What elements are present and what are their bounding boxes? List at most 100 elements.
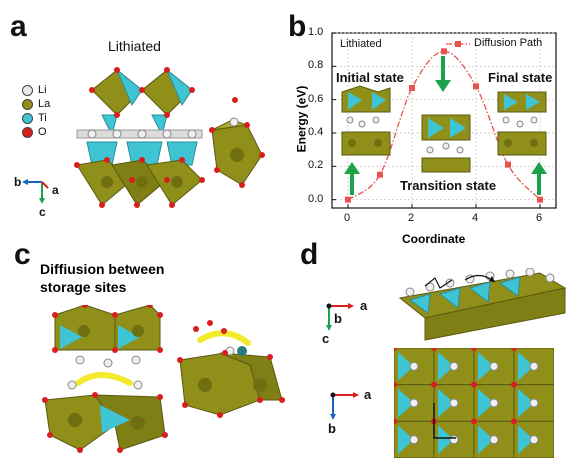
initial-state-structure [341, 85, 391, 156]
lattice-li-atom [409, 398, 419, 408]
panel-a-axis-a: a [52, 183, 59, 197]
panel-d-top-axis-a: a [360, 298, 368, 313]
legend-ti-label: Ti [38, 112, 47, 124]
xtick-label: 2 [408, 212, 415, 224]
lattice-ti-face [478, 352, 494, 381]
panel-c-caption: Diffiusion between storage sites [40, 260, 164, 296]
panel-d-top-axis-b: b [334, 311, 342, 326]
legend-o: O [22, 126, 47, 138]
lattice-o-atom [394, 381, 397, 388]
lattice-ti-face [398, 388, 414, 418]
ytick-label: 1.0 [308, 26, 324, 38]
lattice-li-atom [409, 435, 419, 445]
lattice-li-atom [489, 435, 499, 445]
li-layer [76, 129, 203, 139]
legend-li-label: Li [38, 84, 47, 96]
panel-a-crystal-structure [74, 67, 265, 208]
chart-ticks [332, 32, 541, 208]
lattice-li-atom [489, 398, 499, 408]
initial-state-label: Initial state [336, 70, 404, 85]
lattice-ti-face [438, 388, 454, 418]
ytick-label: 0.0 [308, 192, 324, 205]
li-atom-icon [22, 84, 33, 96]
final-state-structure [497, 91, 547, 156]
arrow-up-initial-icon [344, 162, 360, 195]
lattice-o-atom [471, 381, 477, 388]
la-atom-icon [22, 98, 33, 110]
data-point [345, 196, 351, 203]
chart-xlabel: Coordinate [402, 232, 466, 246]
lattice-o-atom [511, 348, 517, 351]
lattice-o-atom [394, 348, 397, 351]
lattice-o-atom [431, 348, 437, 351]
lattice-ti-face [518, 352, 534, 381]
lattice-li-atom [529, 361, 539, 371]
lattice-li-atom [449, 398, 459, 408]
ytick-label: 0.6 [308, 92, 324, 105]
ytick-label: 0.8 [308, 59, 324, 72]
panel-a-title: Lithiated [108, 38, 161, 54]
legend-li: Li [22, 84, 47, 96]
panel-letter-a: a [10, 10, 27, 43]
lattice-ti-face [398, 352, 414, 381]
series-points [345, 48, 543, 203]
legend-la: La [22, 98, 50, 110]
data-point [377, 171, 383, 178]
lattice-o-atom [511, 381, 517, 388]
legend-ti: Ti [22, 112, 47, 124]
transition-state-structure [421, 114, 471, 173]
panel-d-bottom-axis-b: b [328, 421, 336, 436]
chart-legend-label: Diffusion Path [474, 37, 543, 49]
lattice-o-atom [471, 348, 477, 351]
panel-c-caption-line1: Diffiusion between [40, 261, 165, 277]
ytick-label: 0.4 [308, 126, 324, 138]
final-state-label: Final state [488, 70, 553, 85]
lattice-ti-face [438, 425, 454, 454]
arrow-down-transition-icon [435, 56, 451, 92]
panel-a-axis-triad [22, 179, 49, 204]
lattice-diffusion-arrow [433, 403, 456, 439]
lattice-o-atom [394, 418, 397, 425]
legend-marker [455, 41, 461, 47]
panel-d-top-axis-c: c [322, 331, 330, 346]
lattice-o-atom [431, 381, 437, 388]
lattice-li-atom [529, 398, 539, 408]
data-point [441, 48, 447, 55]
data-point [537, 196, 543, 203]
panel-c-left-structure [44, 305, 166, 451]
lattice-li-atom [409, 361, 419, 371]
lattice-ti-face [518, 425, 534, 454]
ytick-label: 0.2 [308, 159, 324, 172]
chart-legend [446, 41, 470, 47]
panel-d-ti-row [408, 276, 521, 314]
oxygen-atoms [74, 67, 205, 208]
panel-d-side-view [398, 268, 567, 341]
panel-letter-d: d [300, 238, 319, 271]
data-point [473, 83, 479, 90]
o-atom-icon [22, 126, 33, 138]
lattice-o-atom [511, 418, 517, 425]
panel-letter-c: c [14, 238, 31, 271]
panel-c-caption-line2: storage sites [40, 279, 127, 295]
panel-d-bottom-axis-a: a [364, 387, 372, 402]
panel-c-right-structure [179, 330, 283, 416]
single-polyhedron [209, 97, 265, 188]
panel-a-axis-c: c [39, 205, 46, 219]
data-point [409, 85, 415, 91]
lattice-li-atom [529, 435, 539, 445]
panel-letter-b: b [288, 10, 307, 43]
chart-tag-lithiated: Lithiated [340, 38, 382, 50]
lattice-ti-face [478, 425, 494, 454]
panel-d-bottom-axis-triad [330, 392, 359, 420]
li-path-left [75, 372, 133, 386]
legend-la-label: La [38, 98, 51, 110]
xtick-label: 6 [536, 212, 543, 224]
panel-d-top-view-grid [394, 348, 554, 458]
panel-c-structure [42, 305, 285, 453]
xtick-label: 4 [472, 212, 479, 224]
ti-atom-icon [22, 112, 33, 124]
lattice-li-atom [489, 361, 499, 371]
lattice-ti-face [438, 352, 454, 381]
bottom-octahedra [76, 159, 203, 206]
